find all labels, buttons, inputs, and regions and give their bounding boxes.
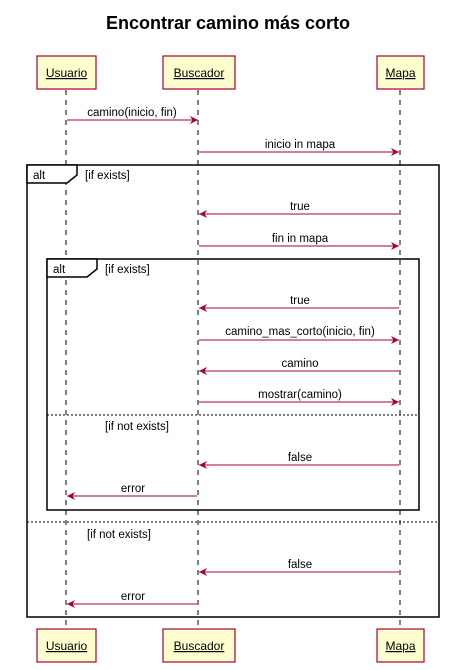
message-3: true [199, 201, 399, 218]
participant-buscador-bottom[interactable]: Buscador [162, 628, 236, 663]
message-9: false [199, 452, 399, 469]
fragment-frame [46, 258, 420, 511]
message-label: mostrar(camino) [258, 389, 342, 401]
message-label: camino(inicio, fin) [87, 107, 177, 119]
participant-label: Mapa [385, 639, 415, 653]
message-6: camino_mas_corto(inicio, fin) [199, 326, 399, 344]
message-2: inicio in mapa [199, 139, 399, 156]
message-11: false [199, 559, 399, 576]
participant-usuario-bottom[interactable]: Usuario [36, 628, 97, 663]
fragment-tag: alt [53, 264, 66, 276]
participant-label: Buscador [174, 639, 225, 653]
message-10: error [67, 483, 197, 500]
message-label: error [121, 483, 145, 495]
message-label: camino [281, 358, 318, 370]
message-label: camino_mas_corto(inicio, fin) [225, 326, 375, 338]
message-1: camino(inicio, fin) [67, 107, 198, 124]
participant-usuario-top[interactable]: Usuario [36, 55, 97, 90]
participant-buscador-top[interactable]: Buscador [162, 55, 236, 90]
fragment-frame [26, 164, 440, 618]
participant-mapa-top[interactable]: Mapa [376, 55, 425, 90]
fragment-inner-alt: alt [if exists] [if not exists] [46, 258, 420, 511]
message-label: fin in mapa [272, 233, 329, 245]
participant-label: Usuario [46, 639, 88, 653]
fragment-guard: [if exists] [85, 170, 130, 182]
message-label: false [288, 452, 312, 464]
participant-mapa-bottom[interactable]: Mapa [376, 628, 425, 663]
fragment-tag-box [26, 164, 78, 184]
fragment-guard: [if exists] [105, 264, 150, 276]
message-8: mostrar(camino) [199, 389, 399, 406]
fragment-guard: [if not exists] [105, 421, 169, 433]
message-label: true [290, 201, 310, 213]
message-label: inicio in mapa [265, 139, 336, 151]
message-12: error [67, 591, 197, 608]
message-4: fin in mapa [199, 233, 399, 250]
participant-label: Buscador [174, 66, 225, 80]
fragment-outer-alt: alt [if exists] [if not exists] [26, 164, 440, 618]
message-7: camino [199, 358, 399, 375]
participant-label: Usuario [46, 66, 88, 80]
message-label: true [290, 295, 310, 307]
fragment-tag-box [46, 258, 98, 278]
diagram-title: Encontrar camino más corto [106, 13, 350, 33]
message-label: error [121, 591, 145, 603]
message-5: true [199, 295, 399, 312]
message-label: false [288, 559, 312, 571]
fragment-guard: [if not exists] [87, 529, 151, 541]
participant-label: Mapa [385, 66, 415, 80]
fragment-tag: alt [33, 170, 46, 182]
